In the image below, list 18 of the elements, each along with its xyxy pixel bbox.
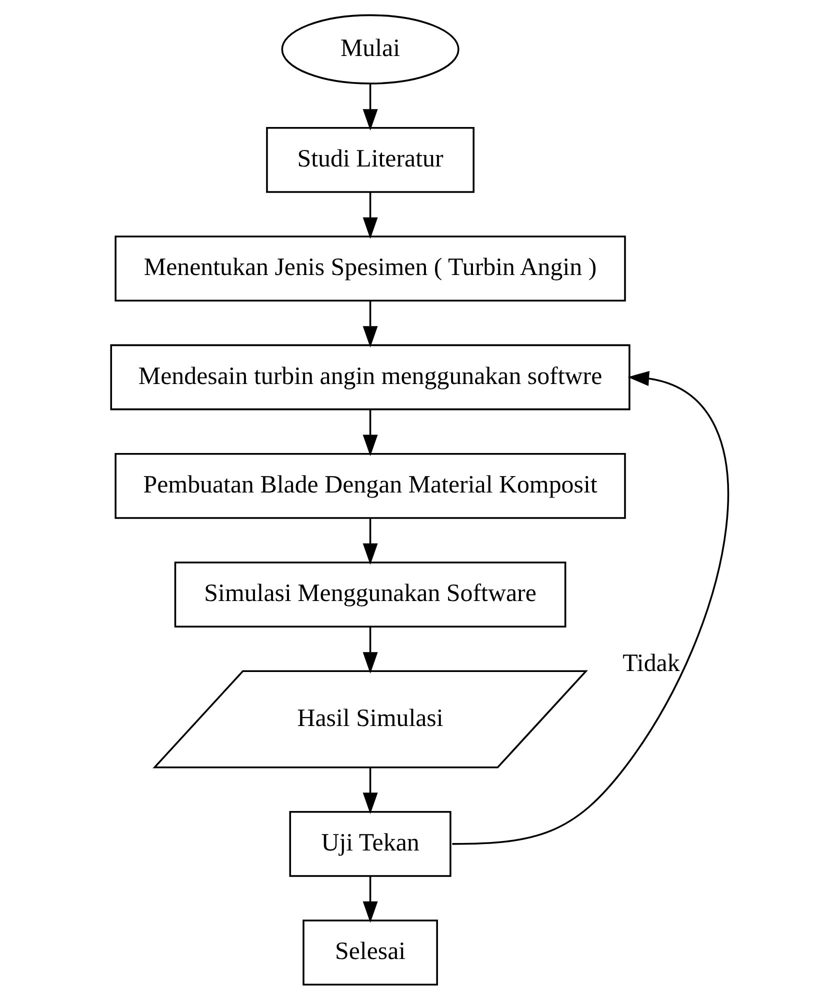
arrow <box>362 626 378 674</box>
arrow <box>362 84 378 131</box>
arrow <box>362 409 378 456</box>
node-box: Simulasi Menggunakan Software <box>174 562 566 628</box>
node-box: Pembuatan Blade Dengan Material Komposit <box>114 452 626 519</box>
node-box: Mendesain turbin angin menggunakan softwre <box>110 344 630 410</box>
node-box: Studi Literatur <box>266 127 474 193</box>
arrow <box>362 300 378 348</box>
node-box: Uji Tekan <box>289 810 452 877</box>
arrow <box>362 768 378 814</box>
node-box: Menentukan Jenis Spesimen ( Turbin Angin ) <box>114 236 626 302</box>
arrow <box>362 876 378 923</box>
edge-label: Tidak <box>622 650 680 677</box>
node-box: Selesai <box>302 920 438 986</box>
arrow <box>362 192 378 239</box>
arrow <box>362 518 378 565</box>
arrow <box>452 371 729 845</box>
node-ellipse: Mulai <box>281 14 460 84</box>
